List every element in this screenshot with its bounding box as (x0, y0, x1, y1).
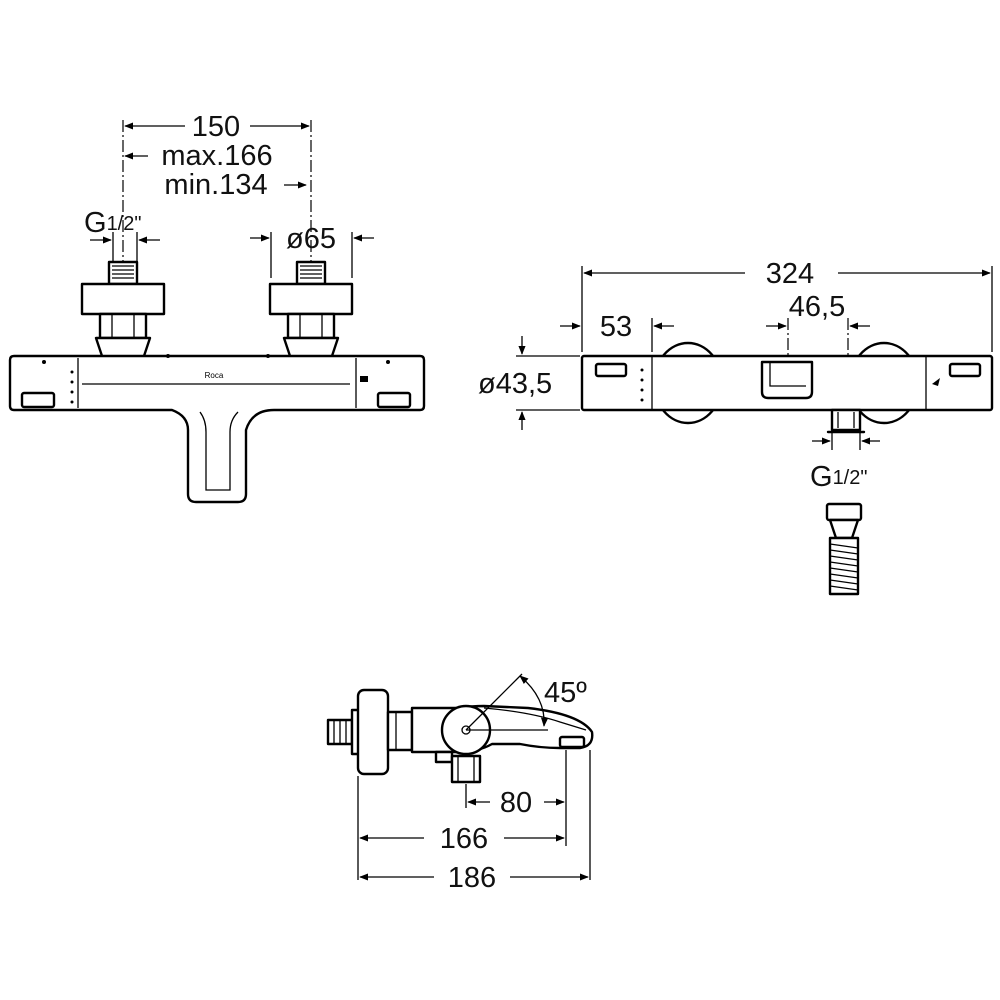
dim-outlet-label: G1/2" (810, 461, 867, 493)
dim-inlet-label: G1/2" (84, 207, 141, 239)
dim-min: min.134 (164, 169, 267, 201)
dim-body-diameter: ø43,5 (478, 368, 552, 400)
dim-max: max.166 (161, 140, 272, 172)
front-view: 150 max.166 min.134 G1/2" ø65 (8, 111, 426, 504)
dim-total-depth: 186 (448, 862, 496, 894)
dim-eccentric: ø65 (286, 223, 336, 255)
dim-angle: 45º (544, 677, 587, 709)
shower-hose (825, 502, 863, 596)
dim-spout-depth: 166 (440, 823, 488, 855)
dim-centers: 150 (192, 111, 240, 143)
left-inlet (80, 260, 166, 367)
top-body (580, 341, 994, 434)
dim-outlet-offset: 46,5 (789, 291, 845, 323)
top-view: 324 53 46,5 ø43,5 (478, 258, 994, 596)
mixer-body: Roca (8, 354, 426, 504)
dim-handle: 53 (600, 311, 632, 343)
right-inlet (268, 260, 354, 367)
dim-length: 324 (766, 258, 814, 290)
side-view: 45º 80 166 186 (326, 673, 594, 894)
roca-logo: Roca (205, 371, 224, 380)
dim-outlet-depth: 80 (500, 787, 532, 819)
